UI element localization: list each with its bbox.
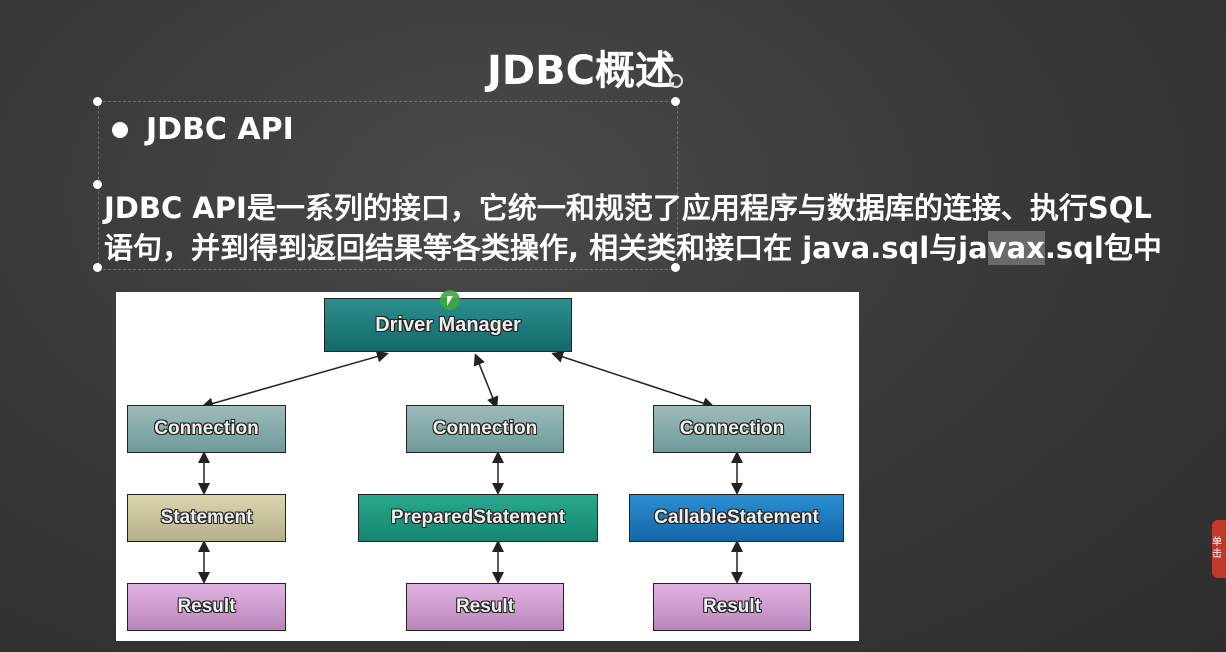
arrow-dm-conn3 xyxy=(551,351,715,409)
connection-box-2: Connection xyxy=(406,405,564,453)
statement-box: Statement xyxy=(127,494,286,542)
connection-label-2: Connection xyxy=(432,418,538,439)
statement-label: Statement xyxy=(160,507,253,528)
connection-box-3: Connection xyxy=(653,405,811,453)
selection-handle-top-right[interactable] xyxy=(671,97,680,106)
prepared-statement-box: PreparedStatement xyxy=(358,494,598,542)
slide-title-text: JDBC概述 xyxy=(487,48,675,94)
arrow-dm-conn2 xyxy=(473,353,499,409)
cursor-circle-icon xyxy=(668,74,683,88)
selection-handle-bottom-left[interactable] xyxy=(93,263,102,272)
selected-text: vax xyxy=(987,231,1045,265)
slide-title: JDBC概述 xyxy=(0,38,1170,96)
result-box-2: Result xyxy=(406,583,564,631)
side-tab-button[interactable]: 单击 xyxy=(1212,520,1226,578)
diagram-connectors xyxy=(198,350,743,584)
jdbc-architecture-diagram: Driver Manager Connection Connection Con… xyxy=(116,292,859,641)
side-tab-label: 单击 xyxy=(1212,537,1222,560)
connection-box-1: Connection xyxy=(127,405,286,453)
arrow-dm-conn1 xyxy=(201,350,389,410)
result-box-3: Result xyxy=(653,583,811,631)
selection-handle-bottom-right[interactable] xyxy=(671,263,680,272)
body-line-2: 语句，并到得到返回结果等各类操作, 相关类和接口在 java.sql与javax… xyxy=(104,228,1224,268)
callable-statement-box: CallableStatement xyxy=(629,494,844,542)
bullet-text: JDBC API xyxy=(146,112,294,147)
result-label-3: Result xyxy=(702,596,762,617)
body-line-1: JDBC API是一系列的接口，它统一和规范了应用程序与数据库的连接、执行SQL xyxy=(104,191,1152,225)
body-line-2-prefix: 语句，并到得到返回结果等各类操作, 相关类和接口在 java.sql与ja xyxy=(104,231,988,265)
driver-manager-label: Driver Manager xyxy=(375,313,521,336)
selection-handle-top-left[interactable] xyxy=(93,97,102,106)
bullet-dot-icon xyxy=(112,121,128,138)
result-box-1: Result xyxy=(127,583,286,631)
connection-label-3: Connection xyxy=(679,418,785,439)
body-paragraph[interactable]: JDBC API是一系列的接口，它统一和规范了应用程序与数据库的连接、执行SQL… xyxy=(104,188,1224,268)
bullet-item: JDBC API xyxy=(112,112,294,147)
mouse-pointer-icon xyxy=(440,290,460,310)
result-label-1: Result xyxy=(177,596,236,617)
body-line-2-suffix: .sql包中 xyxy=(1044,231,1162,265)
result-label-2: Result xyxy=(455,596,515,617)
selection-handle-middle-left[interactable] xyxy=(93,180,102,189)
callable-statement-label: CallableStatement xyxy=(654,507,819,528)
connection-label-1: Connection xyxy=(154,418,259,439)
prepared-statement-label: PreparedStatement xyxy=(390,507,566,528)
